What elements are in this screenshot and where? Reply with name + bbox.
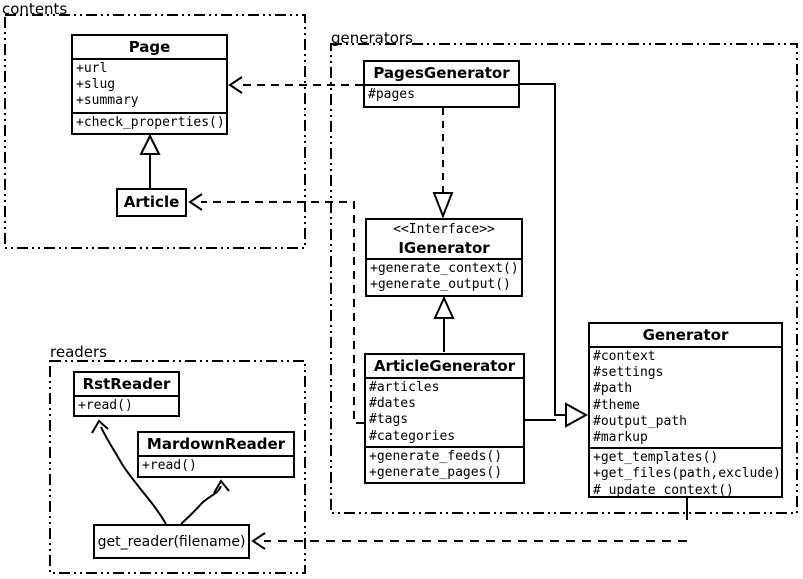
attr-line: +summary — [76, 93, 139, 109]
attr-line: +slug — [76, 77, 116, 93]
class-page: Page +url +slug +summary +check_properti… — [71, 34, 228, 135]
edge-getreader-to-rstreader — [100, 426, 167, 525]
edge-articlegenerator-to-article — [201, 201, 364, 424]
edge-getreader-to-mardownreader — [180, 485, 222, 525]
method-line: +get_files(path,exclude) — [593, 466, 781, 482]
triangle-arrowhead-generator — [565, 402, 589, 428]
class-rstreader-title: RstReader — [75, 373, 178, 397]
attr-line: #context — [593, 349, 656, 364]
method-line: +get_templates() — [593, 450, 719, 466]
class-pagesgenerator-attributes: #pages — [365, 86, 518, 106]
open-arrowhead-getreader — [251, 532, 266, 550]
attr-line: #tags — [369, 412, 409, 428]
class-pagesgenerator-title: PagesGenerator — [365, 62, 518, 86]
open-arrowhead-rstreader — [91, 419, 109, 434]
edge-pagesgenerator-to-generator — [520, 83, 566, 416]
method-line: #_update_context() — [593, 482, 734, 498]
class-igenerator-methods: +generate_context() +generate_output() — [367, 260, 521, 295]
class-page-methods: +check_properties() — [73, 111, 226, 133]
function-get-reader-label: get_reader(filename) — [97, 533, 246, 550]
open-arrowhead-mardownreader — [213, 479, 230, 494]
attr-line: #pages — [368, 87, 415, 102]
class-igenerator-stereotype: <<Interface>> — [393, 222, 495, 237]
package-contents-label: contents — [2, 0, 68, 18]
attr-line: #settings — [593, 365, 664, 381]
class-generator: Generator #context #settings #path #them… — [588, 322, 783, 498]
attr-line: #dates — [369, 396, 416, 412]
triangle-arrowhead-igenerator-top — [432, 192, 454, 219]
class-articlegenerator: ArticleGenerator #articles #dates #tags … — [364, 353, 525, 484]
method-line: +generate_feeds() — [369, 448, 503, 464]
triangle-arrowhead-page — [139, 133, 161, 155]
open-arrowhead-page — [228, 76, 243, 94]
class-mardownreader-title: MardownReader — [139, 433, 293, 457]
class-mardownreader-methods: +read() — [139, 457, 293, 476]
package-generators-label: generators — [331, 29, 413, 47]
triangle-arrowhead-igenerator-bottom — [433, 295, 455, 319]
attr-line: #markup — [593, 429, 648, 445]
method-line: +read() — [142, 458, 197, 473]
class-articlegenerator-methods: +generate_feeds() +generate_pages() — [366, 445, 523, 482]
class-rstreader: RstReader +read() — [73, 371, 180, 417]
class-page-attributes: +url +slug +summary — [73, 60, 226, 112]
class-page-title: Page — [73, 36, 226, 60]
open-arrowhead-article — [188, 193, 203, 211]
method-line: +read() — [78, 398, 133, 413]
attr-line: #output_path — [593, 413, 687, 429]
class-igenerator: <<Interface>> IGenerator +generate_conte… — [365, 218, 523, 297]
attr-line: #articles — [369, 380, 440, 395]
package-readers-label: readers — [50, 343, 107, 361]
class-articlegenerator-title: ArticleGenerator — [366, 355, 523, 379]
package-readers-border — [49, 360, 306, 574]
class-igenerator-header: <<Interface>> IGenerator — [367, 220, 521, 260]
class-generator-methods: +get_templates() +get_files(path,exclude… — [590, 447, 781, 498]
class-articlegenerator-attributes: #articles #dates #tags #categories — [366, 379, 523, 446]
class-generator-attributes: #context #settings #path #theme #output_… — [590, 348, 781, 447]
class-igenerator-title: IGenerator — [398, 239, 490, 257]
function-get-reader: get_reader(filename) — [93, 524, 250, 559]
package-contents-border — [4, 14, 306, 249]
package-generators-border — [330, 43, 798, 514]
class-article-title: Article — [123, 193, 180, 211]
method-line: +check_properties() — [76, 114, 225, 130]
attr-line: #theme — [593, 397, 640, 413]
class-pagesgenerator: PagesGenerator #pages — [363, 60, 520, 108]
attr-line: #categories — [369, 428, 456, 444]
method-line: +generate_pages() — [369, 464, 503, 480]
attr-line: +url — [76, 61, 108, 76]
method-line: +generate_context() — [370, 261, 519, 276]
method-line: +generate_output() — [370, 277, 511, 293]
class-article: Article — [116, 188, 187, 217]
class-rstreader-methods: +read() — [75, 397, 178, 415]
class-generator-title: Generator — [590, 324, 781, 348]
class-mardownreader: MardownReader +read() — [137, 431, 295, 478]
attr-line: #path — [593, 381, 633, 397]
